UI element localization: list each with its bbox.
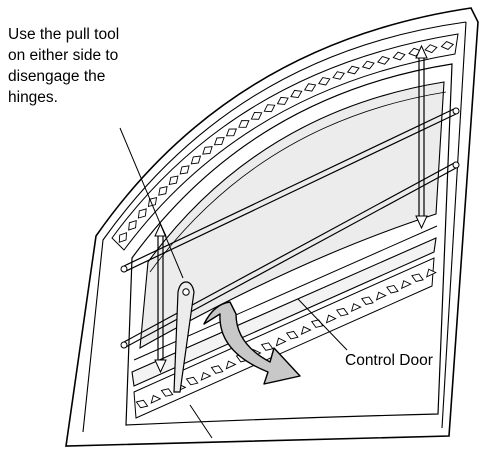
frame-right-edge: [441, 21, 467, 429]
left-vertical-rod: [154, 222, 167, 374]
control-door-label: Control Door: [345, 352, 433, 369]
right-vertical-rod: [415, 44, 428, 230]
pull-tool-leader: [119, 127, 184, 279]
pull-tool-callout-line-3: disengage the: [8, 68, 106, 85]
glass-inner-trim: [149, 91, 447, 273]
glass-window: [139, 81, 445, 349]
open-direction-arrow: [203, 301, 301, 385]
upper-rod: [120, 107, 460, 273]
pull-tool-hole: [182, 288, 190, 296]
pull-tool-callout-line-2: on either side to: [8, 47, 119, 64]
control-door-panel: [131, 237, 437, 387]
pull-tool: [173, 281, 195, 393]
frame-inner-edge: [82, 21, 467, 433]
bottom-pointer-leader: [189, 404, 213, 439]
control-door-leader: [297, 298, 348, 351]
lower-lattice-band: [133, 257, 437, 419]
pull-tool-callout-line-4: hinges.: [8, 89, 58, 106]
pull-tool-callout-line-1: Use the pull tool: [8, 26, 120, 43]
pull-tool-callout: Use the pull tool on either side to dise…: [8, 24, 119, 108]
